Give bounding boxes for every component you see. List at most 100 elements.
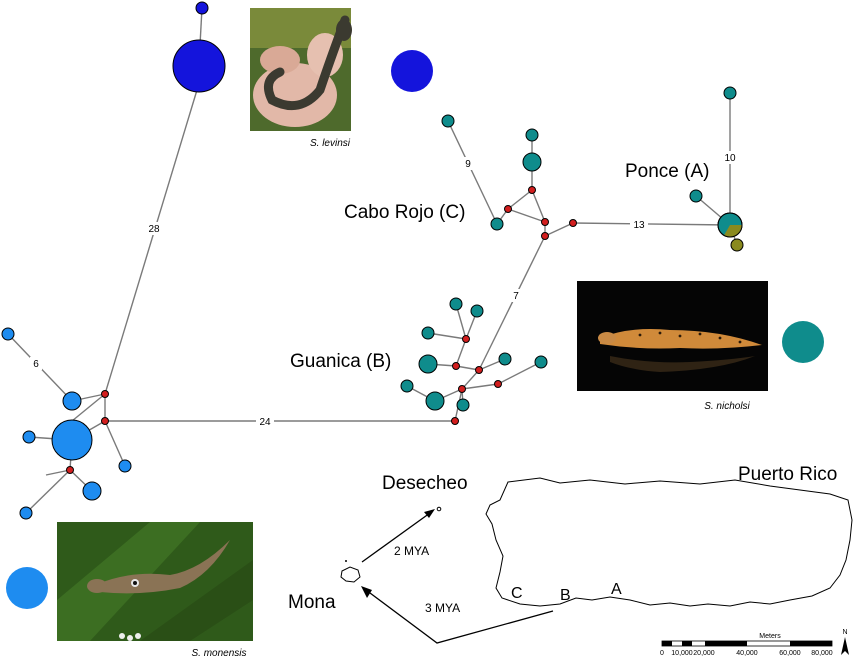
mona-label: Mona (288, 592, 336, 613)
nicholsi-haplotypes (400, 86, 744, 412)
levinsi-caption: S. levinsi (310, 138, 351, 149)
arrow-mona-label: 3 MYA (425, 601, 460, 615)
arrow-to-mona (365, 589, 554, 644)
intermediate-node (101, 390, 109, 398)
monensis-haplotypes (1, 327, 132, 520)
scale-tick: 20,000 (693, 650, 715, 657)
intermediate-node (504, 205, 512, 213)
edge-label-28: 28 (148, 224, 160, 235)
edge (104, 420, 126, 467)
edge (71, 393, 106, 422)
haplotype-node (418, 354, 438, 374)
edge-label-13: 13 (633, 220, 645, 231)
haplotype-node (441, 114, 455, 128)
nicholsi-caption: S. nicholsi (704, 401, 750, 412)
haplotype-node (449, 297, 463, 311)
edge (447, 120, 498, 225)
haplotype-node (689, 189, 703, 203)
monensis-caption: S. monensis (191, 648, 246, 659)
region-label-cabo-rojo: Cabo Rojo (C) (344, 202, 465, 223)
levinsi-legend-dot (391, 50, 433, 92)
edge (25, 469, 71, 514)
levinsi-haplotypes (172, 1, 226, 93)
nicholsi-photo: S. nicholsi (577, 281, 768, 412)
levinsi-photo: S. levinsi (250, 8, 352, 149)
haplotype-node (498, 352, 512, 366)
scale-tick: 10,000 (671, 650, 693, 657)
haplotype-node-shared (717, 212, 743, 238)
edge (461, 383, 499, 390)
scale-tick: 40,000 (736, 650, 758, 657)
edge-label-9: 9 (465, 159, 471, 170)
puerto-rico-outline (485, 477, 853, 607)
intermediate-node (494, 380, 502, 388)
haplotype-node (172, 39, 226, 93)
haplotype-node (421, 326, 435, 340)
scale-tick: 0 (660, 650, 664, 657)
haplotype-node (118, 459, 132, 473)
intermediate-node (101, 417, 109, 425)
intermediate-node (541, 232, 549, 240)
edge-levinsi-monensis (104, 89, 198, 395)
site-label-a: A (611, 581, 622, 598)
edge-cabo-rojo-ponce (572, 222, 731, 226)
haplotype-node (730, 238, 744, 252)
nicholsi-legend-dot (782, 321, 824, 363)
edge (45, 469, 71, 476)
edge (531, 189, 546, 223)
monensis-legend-dot (6, 567, 48, 609)
edge (497, 361, 542, 385)
edge (507, 189, 533, 210)
haplotype-node (490, 217, 504, 231)
haplotype-node (425, 391, 445, 411)
region-label-guanica: Guanica (B) (290, 351, 391, 372)
edge (461, 369, 480, 390)
haplotype-node (534, 355, 548, 369)
monensis-photo: S. monensis (57, 522, 253, 659)
intermediate-node (462, 335, 470, 343)
haplotype-node (195, 1, 209, 15)
intermediate-node (66, 466, 74, 474)
haplotype-node (522, 152, 542, 172)
scale-bar: Meters 0 10,000 20,000 40,000 60,000 80,… (660, 633, 833, 657)
arrow-desecheo-label: 2 MYA (394, 544, 429, 558)
intermediate-node (541, 218, 549, 226)
edge (507, 208, 546, 223)
intermediate-node (528, 186, 536, 194)
region-label-ponce: Ponce (A) (625, 161, 709, 182)
haplotype-node (723, 86, 737, 100)
puerto-rico-map: Puerto Rico Desecheo Mona 2 MYA 3 MYA C … (288, 464, 853, 657)
site-label-c: C (511, 585, 523, 602)
arrow-to-desecheo (361, 512, 431, 563)
haplotype-node (525, 128, 539, 142)
edge-label-24: 24 (259, 417, 271, 428)
haplotype-node (400, 379, 414, 393)
haplotype-node (470, 304, 484, 318)
intermediate-node (475, 366, 483, 374)
intermediate-node (452, 362, 460, 370)
haplotype-node (62, 391, 82, 411)
edge-guanica-cabo-rojo (478, 235, 546, 371)
haplotype-node (1, 327, 15, 341)
mona-outline (340, 566, 361, 583)
intermediate-nodes (66, 186, 577, 474)
scale-tick: 60,000 (779, 650, 801, 657)
scale-title: Meters (759, 633, 781, 640)
desecheo-label: Desecheo (382, 473, 468, 494)
haplotype-node (22, 430, 36, 444)
site-label-b: B (560, 587, 571, 604)
edge-label-6: 6 (33, 359, 39, 370)
intermediate-node (458, 385, 466, 393)
network-edges (7, 7, 738, 514)
scale-tick: 80,000 (811, 650, 833, 657)
edge-label-7: 7 (513, 291, 519, 302)
haplotype-node (82, 481, 102, 501)
north-label: N (842, 629, 847, 636)
edge-label-10: 10 (724, 153, 736, 164)
haplotype-node (456, 398, 470, 412)
puerto-rico-label: Puerto Rico (738, 464, 837, 485)
desecheo-outline (436, 506, 442, 512)
haplotype-node (51, 419, 93, 461)
edge-labels: 28 24 13 10 9 7 6 (30, 151, 739, 428)
